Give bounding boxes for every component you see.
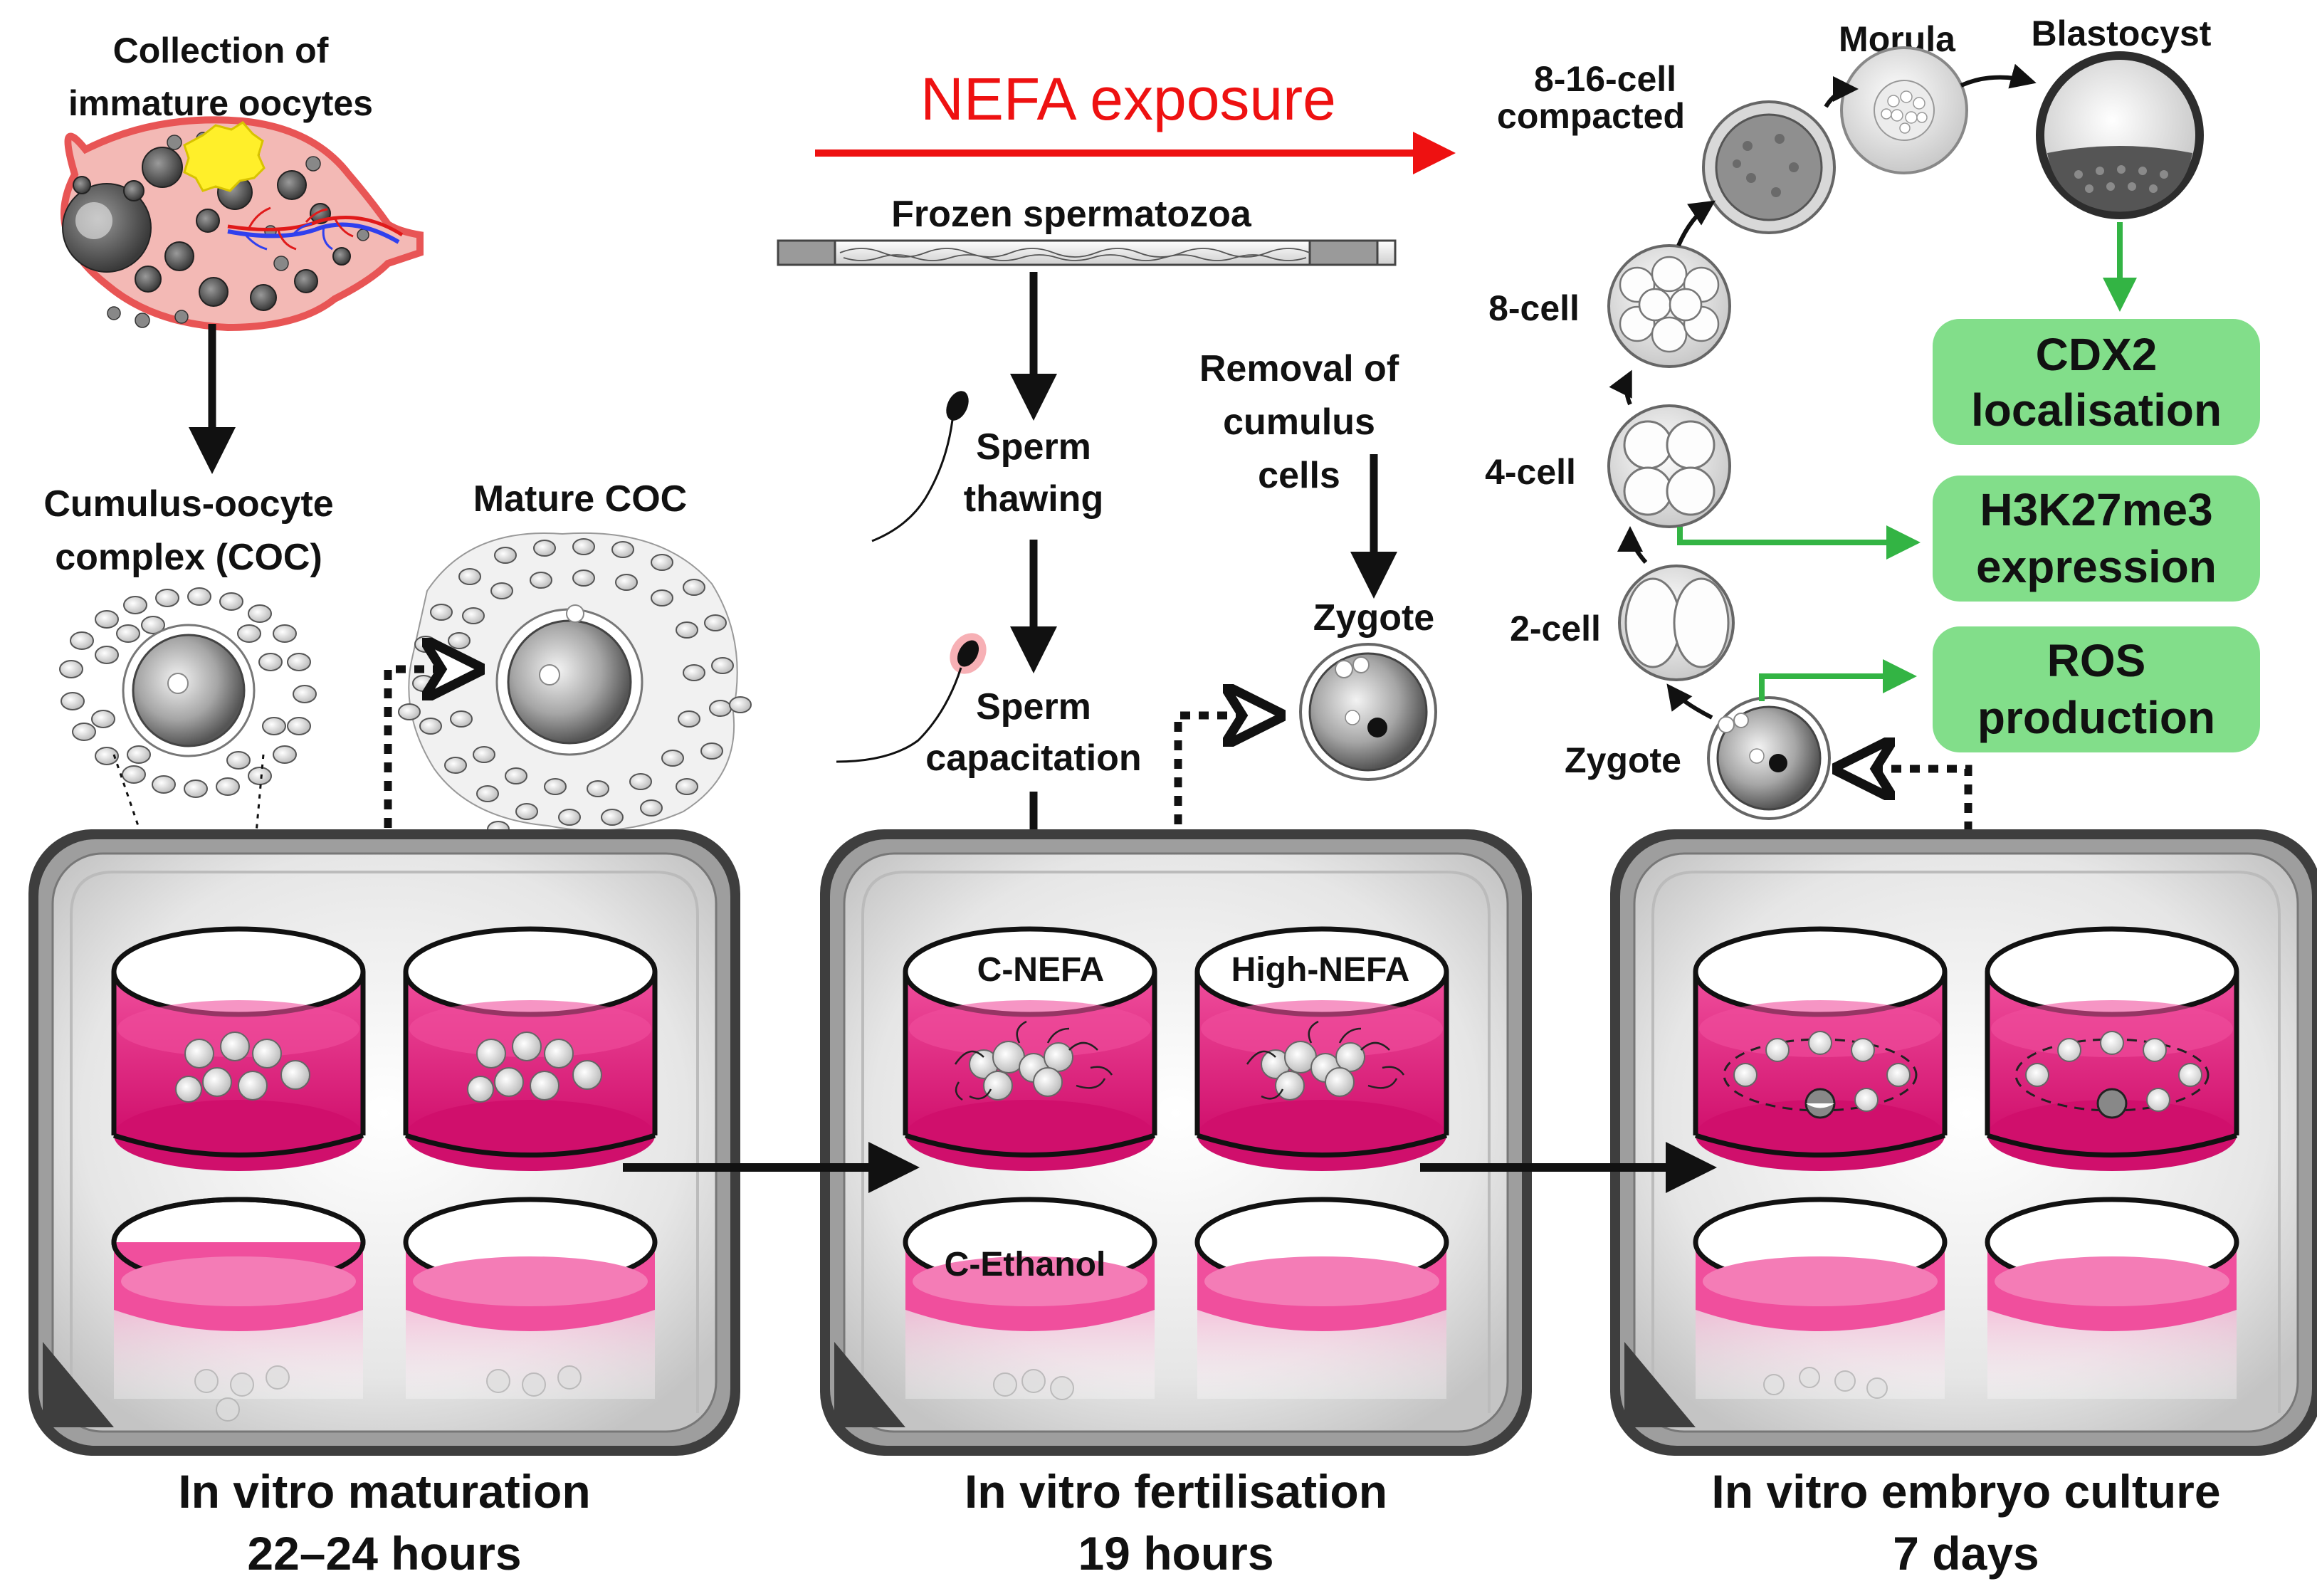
collection-label-line2: immature oocytes <box>68 83 373 123</box>
well-label-c-nefa: C-NEFA <box>977 951 1105 989</box>
step-ivm-line2: 22–24 hours <box>247 1527 521 1580</box>
coc-label-line2: complex (COC) <box>55 537 322 578</box>
sperm-thawing-label-line2: thawing <box>964 478 1103 520</box>
sperm-capacitation-label-line2: capacitation <box>925 737 1141 779</box>
removal-label-line1: Removal of <box>1199 348 1399 389</box>
ivm-well-top-left <box>111 926 366 1171</box>
outcome-cdx2-line2: localisation <box>1971 384 2222 436</box>
outcome-ros-box: ROS production <box>1933 626 2260 752</box>
ivf-plate <box>819 828 1533 1457</box>
ivf-well-c-nefa <box>903 926 1157 1171</box>
embryo-4cell-icon <box>1607 404 1731 528</box>
mature-coc <box>398 532 752 838</box>
mature-coc-label: Mature COC <box>473 478 687 520</box>
outcome-h3k-line1: H3K27me3 <box>1980 484 2212 535</box>
ivc-plate <box>1609 828 2317 1457</box>
ovary-illustration <box>61 116 424 332</box>
stage-blastocyst-label: Blastocyst <box>2032 14 2212 53</box>
embryo-zygote-icon <box>1707 696 1831 820</box>
well-label-c-ethanol: C-Ethanol <box>945 1246 1106 1283</box>
ivc-well-top-right <box>1985 926 2239 1171</box>
outcome-cdx2-line1: CDX2 <box>2036 329 2158 380</box>
well-label-high-nefa: High-NEFA <box>1231 951 1410 989</box>
stage-2cell-label: 2-cell <box>1510 609 1601 649</box>
ivf-well-bottom-right <box>1194 1197 1449 1399</box>
sperm-thawing-label-line1: Sperm <box>976 426 1091 468</box>
step-ivm-line1: In vitro maturation <box>178 1465 590 1518</box>
embryo-blastocyst-icon <box>2036 51 2204 219</box>
ivm-well-bottom-left <box>111 1197 366 1422</box>
stage-8-16-label-line2: compacted <box>1497 96 1685 136</box>
outcome-ros-line1: ROS <box>2047 635 2146 686</box>
stage-zygote-label: Zygote <box>1565 740 1681 780</box>
immature-coc <box>59 587 317 798</box>
outcome-cdx2-box: CDX2 localisation <box>1933 319 2260 445</box>
step-ivc-line2: 7 days <box>1893 1527 2039 1580</box>
ivm-plate <box>27 828 742 1457</box>
ivf-well-high-nefa <box>1194 926 1449 1171</box>
ivc-well-bottom-left <box>1693 1197 1948 1399</box>
ivm-well-bottom-right <box>403 1197 658 1399</box>
embryo-morula-icon <box>1840 46 1968 174</box>
outcome-ros-line2: production <box>1977 692 2215 743</box>
ivm-well-top-right <box>403 926 658 1171</box>
zygote-ivf-icon <box>1299 643 1437 781</box>
step-ivc-line1: In vitro embryo culture <box>1711 1465 2220 1518</box>
ivc-well-top-left <box>1693 926 1948 1171</box>
zygote-ivf-label: Zygote <box>1313 597 1434 639</box>
embryo-development-arrows <box>1609 63 2037 720</box>
embryo-8cell-icon <box>1607 244 1731 368</box>
collection-label-line1: Collection of <box>113 31 329 70</box>
sperm-icon-thawing <box>871 391 969 542</box>
stage-4cell-label: 4-cell <box>1485 452 1576 492</box>
outcome-h3k27me3-box: H3K27me3 expression <box>1933 476 2260 602</box>
ivf-well-c-ethanol <box>903 1197 1157 1400</box>
zygote-to-ros-arrow <box>1759 659 1917 701</box>
ivc-well-bottom-right <box>1985 1197 2239 1399</box>
step-ivf-line2: 19 hours <box>1078 1527 1273 1580</box>
embryo-to-h3k27me3-arrow <box>1677 525 1921 560</box>
removal-label-line2: cumulus <box>1223 401 1375 443</box>
embryo-2cell-icon <box>1618 565 1735 681</box>
sperm-icon-capacitated <box>836 633 987 763</box>
straw-icon <box>777 239 1397 266</box>
nefa-exposure-label: NEFA exposure <box>920 65 1336 132</box>
stage-8-16-label-line1: 8-16-cell <box>1534 59 1676 99</box>
sperm-capacitation-label-line1: Sperm <box>976 686 1091 728</box>
step-ivf-line1: In vitro fertilisation <box>965 1465 1387 1518</box>
frozen-sperm-label: Frozen spermatozoa <box>891 194 1252 235</box>
stage-8cell-label: 8-cell <box>1488 288 1580 328</box>
coc-label-line1: Cumulus-oocyte <box>43 483 333 525</box>
outcome-h3k-line2: expression <box>1976 541 2217 592</box>
removal-label-line3: cells <box>1258 455 1340 496</box>
embryo-compacted-icon <box>1702 100 1836 234</box>
